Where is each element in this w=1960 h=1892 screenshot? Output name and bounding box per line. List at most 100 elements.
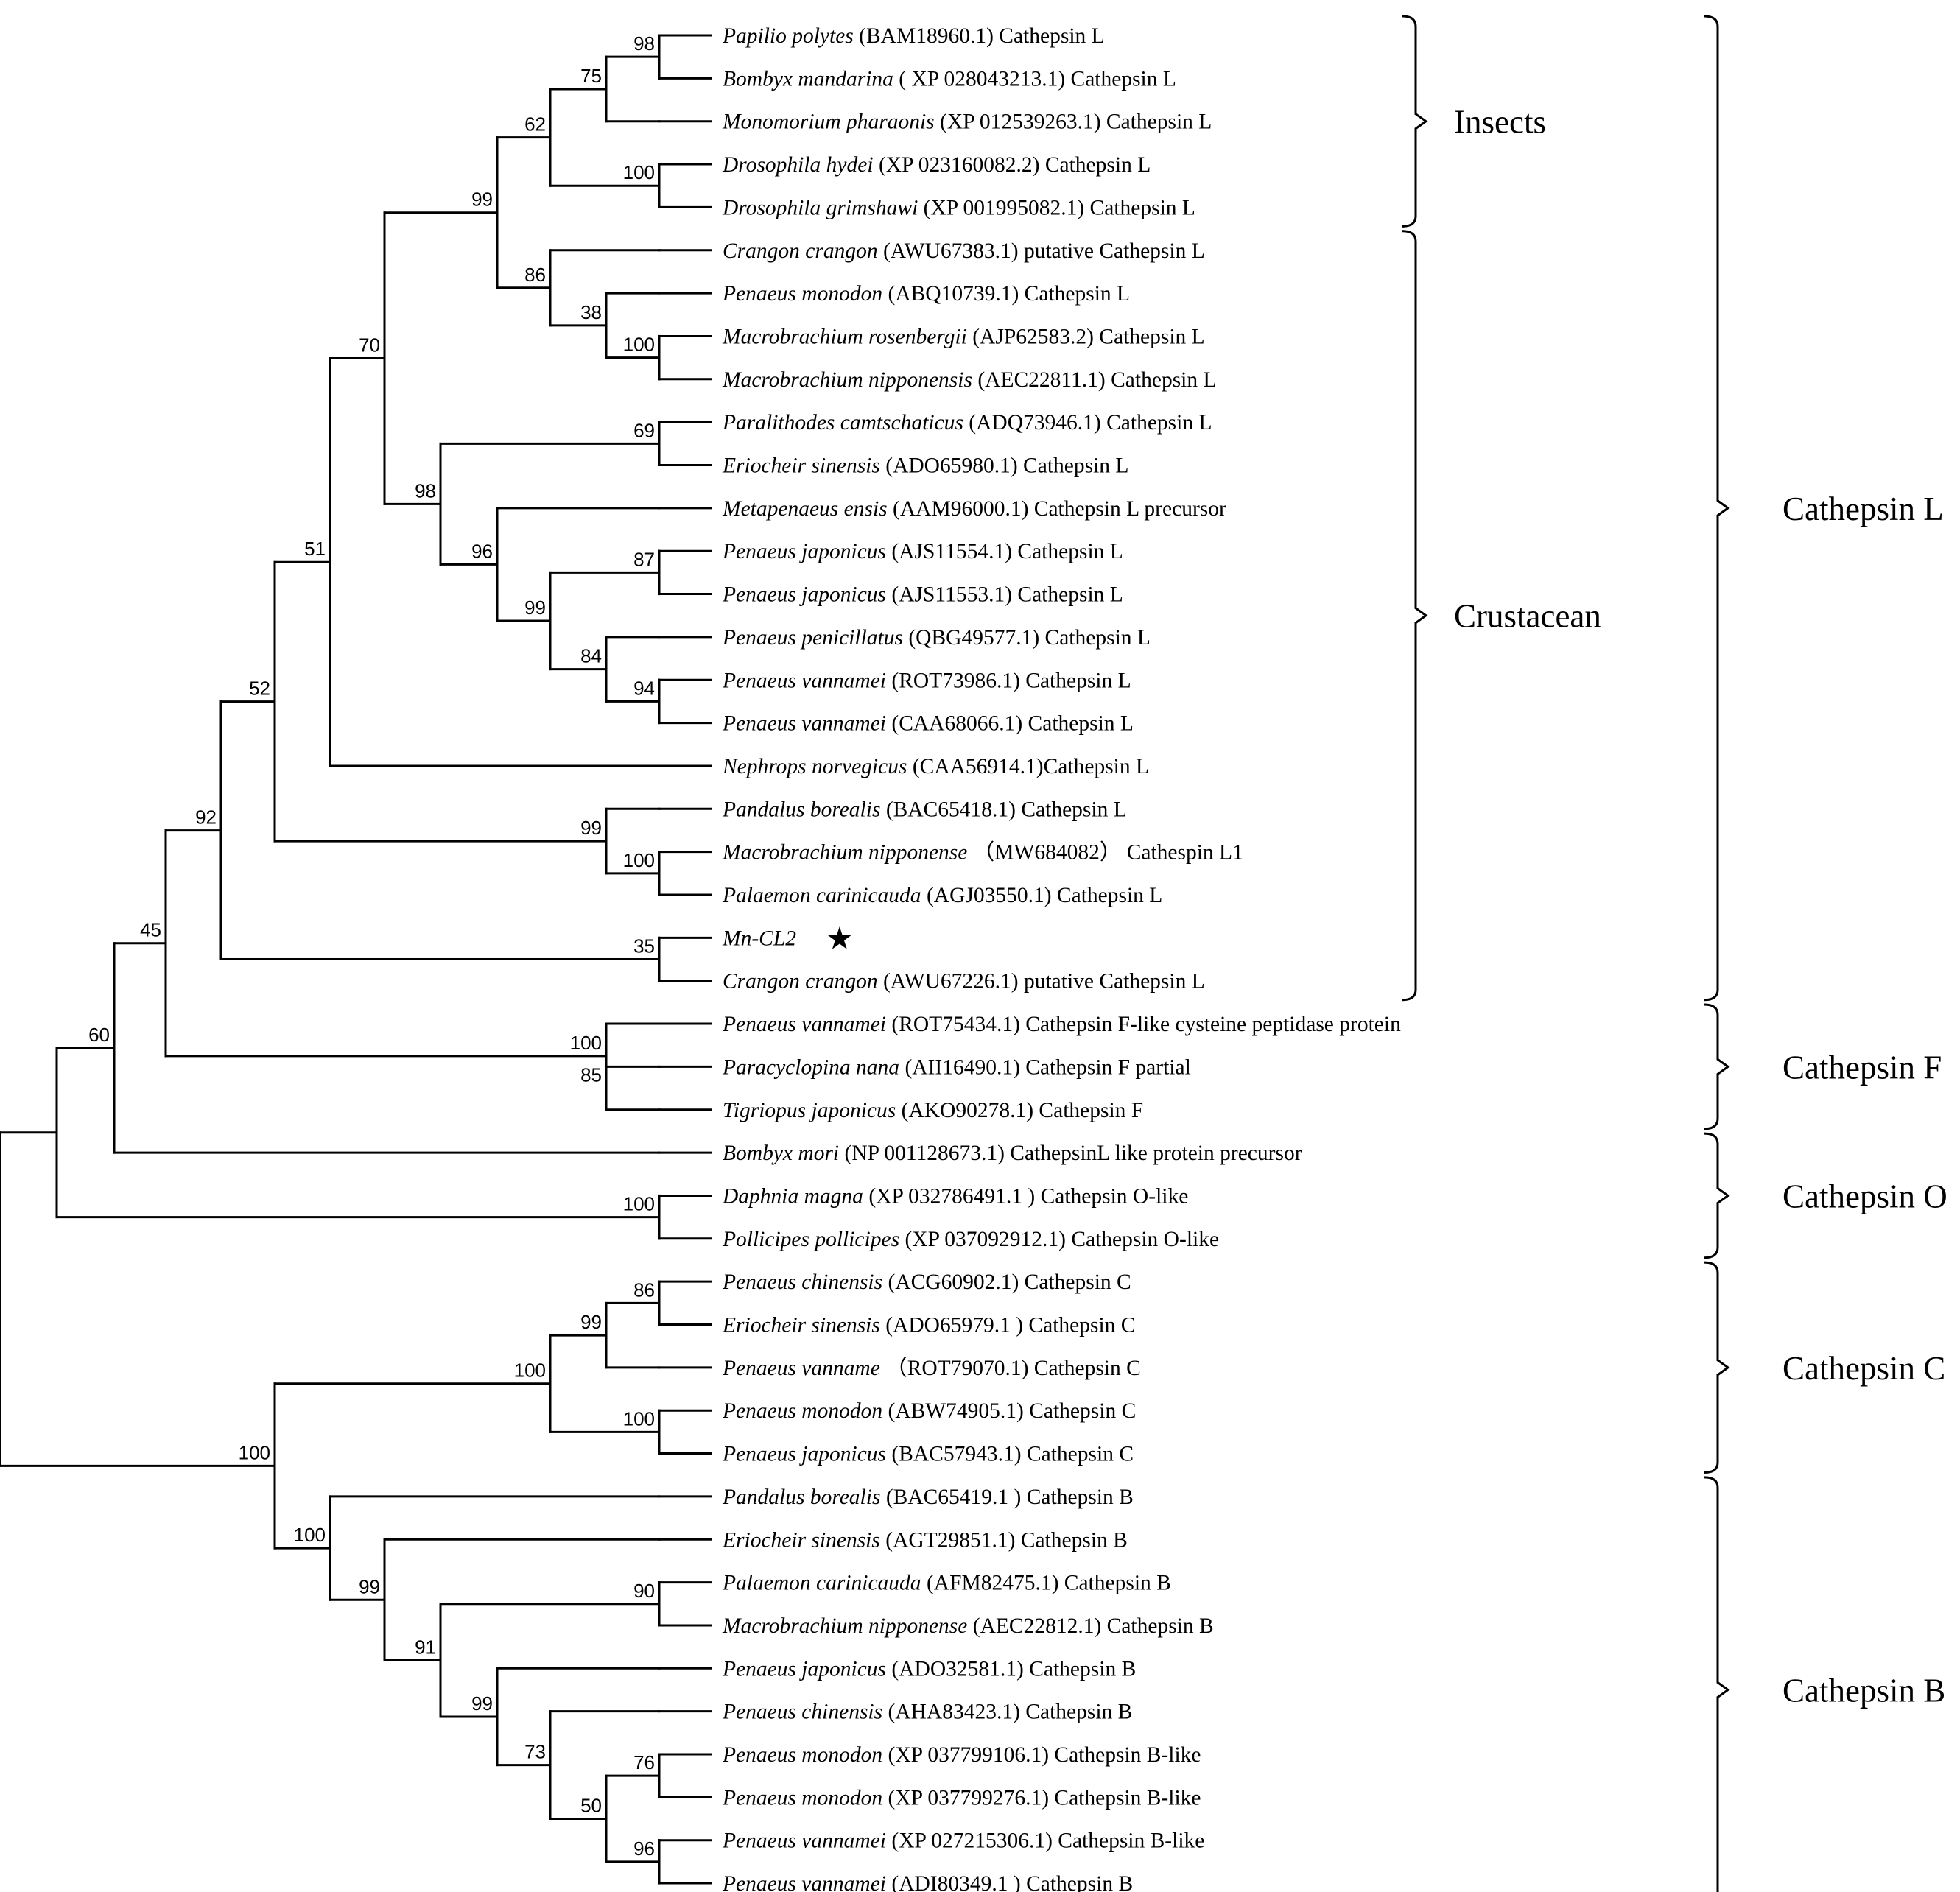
leaf-label: Penaeus japonicus (BAC57943.1) Cathepsin… (722, 1443, 1134, 1466)
leaf-label: Penaeus vanname （ROT79070.1) Cathepsin C (722, 1356, 1141, 1380)
leaf-label: Bombyx mandarina ( XP 028043213.1) Cathe… (723, 67, 1176, 91)
leaf-species: Penaeus monodon (722, 282, 882, 306)
leaf-accession: (CAA56914.1)Cathepsin L (907, 755, 1149, 778)
leaf-label: Penaeus chinensis (ACG60902.1) Cathepsin… (722, 1270, 1131, 1294)
leaf-species: Penaeus monodon (722, 1786, 882, 1810)
leaf-label: Macrobrachium nipponense (AEC22812.1) Ca… (722, 1614, 1214, 1638)
leaf-species: Macrobrachium nipponensis (722, 368, 972, 392)
support-value: 100 (623, 1193, 655, 1215)
leaf-species: Tigriopus japonicus (723, 1099, 896, 1122)
leaf-label: Penaeus vannamei (XP 027215306.1) Cathep… (722, 1829, 1204, 1853)
support-value: 38 (580, 301, 602, 323)
leaf-accession: (CAA68066.1) Cathepsin L (886, 712, 1134, 736)
leaf-species: Mn-CL2 (722, 926, 796, 950)
leaf-label: Eriocheir sinensis (ADO65979.1 ) Catheps… (722, 1314, 1135, 1337)
leaf-accession: (AWU67383.1) putative Cathepsin L (878, 239, 1205, 263)
leaf-accession: (AWU67226.1) putative Cathepsin L (878, 970, 1205, 994)
leaf-label: Daphnia magna (XP 032786491.1 ) Cathepsi… (722, 1184, 1188, 1208)
support-value: 100 (570, 1032, 602, 1054)
leaf-label: Penaeus vannamei (CAA68066.1) Cathepsin … (722, 712, 1134, 736)
leaf-accession: (XP 027215306.1) Cathepsin B-like (886, 1829, 1204, 1853)
support-value: 96 (633, 1838, 655, 1860)
support-value: 99 (580, 1311, 602, 1333)
leaf-accession: (XP 023160082.2) Cathepsin L (874, 153, 1151, 177)
leaf-accession: (BAC57943.1) Cathepsin C (886, 1443, 1134, 1466)
leaf-species: Pollicipes pollicipes (722, 1228, 899, 1251)
leaf-label: Penaeus monodon (ABQ10739.1) Cathepsin L (722, 282, 1130, 306)
leaf-species: Drosophila grimshawi (722, 196, 918, 219)
support-value: 99 (471, 1692, 493, 1715)
support-value: 85 (580, 1064, 602, 1086)
leaf-species: Macrobrachium nipponense (722, 1614, 967, 1638)
leaf-accession: (XP 037799276.1) Cathepsin B-like (882, 1786, 1201, 1810)
leaf-label: Macrobrachium nipponensis (AEC22811.1) C… (722, 368, 1217, 392)
leaf-label: Tigriopus japonicus (AKO90278.1) Catheps… (723, 1099, 1143, 1122)
leaf-accession: (AGT29851.1) Cathepsin B (880, 1528, 1128, 1552)
leaf-label: Crangon crangon (AWU67383.1) putative Ca… (723, 239, 1205, 263)
leaf-accession: (ROT73986.1) Cathepsin L (886, 669, 1131, 692)
support-value: 75 (580, 65, 602, 87)
support-value: 100 (239, 1441, 270, 1463)
support-value: 76 (633, 1751, 655, 1773)
leaf-species: Penaeus japonicus (722, 583, 886, 607)
support-value: 92 (195, 806, 217, 829)
support-value: 70 (359, 334, 380, 356)
support-value: 99 (359, 1575, 380, 1597)
support-value: 90 (633, 1580, 655, 1602)
leaf-accession: (BAC65419.1 ) Cathepsin B (880, 1485, 1133, 1509)
leaf-accession: （MW684082） Cathespin L1 (967, 840, 1243, 865)
support-value: 45 (140, 919, 161, 941)
leaf-species: Monomorium pharaonis (722, 110, 935, 134)
leaf-label: Penaeus japonicus (AJS11553.1) Cathepsin… (722, 583, 1123, 607)
leaf-species: Penaeus monodon (722, 1399, 882, 1423)
leaf-accession: (ROT75434.1) Cathepsin F-like cysteine p… (886, 1013, 1401, 1036)
leaf-species: Metapenaeus ensis (722, 497, 888, 521)
clade-label: Cathepsin F (1782, 1049, 1942, 1086)
leaf-label: Penaeus monodon (ABW74905.1) Cathepsin C (722, 1399, 1136, 1423)
leaf-accession: ( XP 028043213.1) Cathepsin L (893, 67, 1176, 91)
support-value: 100 (623, 161, 655, 183)
leaf-accession: (AAM96000.1) Cathepsin L precursor (888, 497, 1226, 521)
support-value: 98 (633, 32, 655, 54)
leaf-accession: (NP 001128673.1) CathepsinL like protein… (839, 1142, 1302, 1165)
leaf-species: Drosophila hydei (722, 153, 874, 177)
leaf-species: Crangon crangon (723, 239, 878, 263)
leaf-label: Pandalus borealis (BAC65418.1) Cathepsin… (722, 798, 1127, 821)
leaf-accession: (ADO65979.1 ) Cathepsin C (880, 1314, 1136, 1337)
leaf-species: Paralithodes camtschaticus (722, 411, 963, 435)
leaf-species: Penaeus vannamei (722, 1013, 886, 1036)
support-value: 35 (633, 935, 655, 957)
leaf-label: Eriocheir sinensis (AGT29851.1) Cathepsi… (722, 1528, 1128, 1552)
leaf-species: Penaeus penicillatus (722, 626, 903, 650)
leaf-species: Papilio polytes (722, 24, 854, 48)
leaf-label: Nephrops norvegicus (CAA56914.1)Cathepsi… (722, 755, 1149, 778)
leaf-species: Bombyx mori (723, 1142, 839, 1165)
support-value: 69 (633, 419, 655, 441)
leaf-species: Bombyx mandarina (723, 67, 893, 91)
leaf-label: Paracyclopina nana (AII16490.1) Cathepsi… (722, 1055, 1191, 1079)
leaf-species: Macrobrachium nipponense (722, 841, 967, 865)
leaf-accession: (AEC22811.1) Cathepsin L (972, 368, 1217, 392)
support-value: 100 (623, 849, 655, 871)
leaf-species: Penaeus vanname (722, 1357, 880, 1380)
leaf-label: Metapenaeus ensis (AAM96000.1) Cathepsin… (722, 497, 1226, 521)
leaf-accession: (AEC22812.1) Cathepsin B (967, 1614, 1213, 1638)
leaf-label: Drosophila hydei (XP 023160082.2) Cathep… (722, 153, 1151, 177)
leaf-species: Eriocheir sinensis (722, 1314, 880, 1337)
leaf-accession: (AGJ03550.1) Cathepsin L (921, 884, 1163, 907)
leaf-species: Paracyclopina nana (722, 1055, 899, 1079)
leaf-accession: （ROT79070.1) Cathepsin C (880, 1356, 1141, 1380)
leaf-label: Palaemon carinicauda (AGJ03550.1) Cathep… (722, 884, 1162, 907)
clade-label: Crustacean (1454, 598, 1601, 635)
leaf-accession: (BAC65418.1) Cathepsin L (880, 798, 1126, 821)
leaf-accession: (AKO90278.1) Cathepsin F (896, 1099, 1143, 1122)
clade-bracket (1704, 1003, 1730, 1130)
support-value: 73 (524, 1741, 546, 1763)
leaf-species: Penaeus vannamei (722, 669, 886, 692)
support-value: 99 (471, 189, 493, 211)
leaf-label: Drosophila grimshawi (XP 001995082.1) Ca… (722, 196, 1195, 219)
support-value: 96 (471, 540, 493, 562)
leaf-species: Pandalus borealis (722, 798, 880, 821)
clade-bracket (1704, 1132, 1730, 1259)
